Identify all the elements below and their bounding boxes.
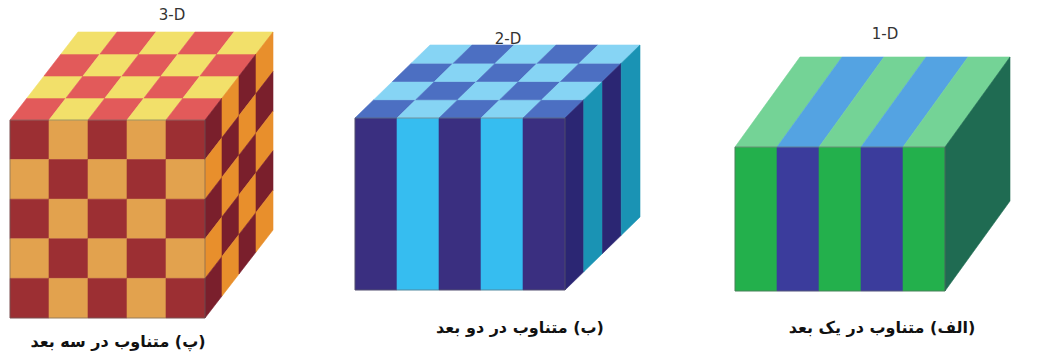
front-cell	[49, 199, 88, 239]
dimension-label: 3-D	[159, 6, 186, 24]
front-cell	[166, 160, 205, 200]
side-stripe	[621, 45, 640, 235]
panel-caption: (ب) متناوب در دو بعد	[436, 318, 604, 337]
front-layer	[777, 147, 819, 291]
dimension-label: 1-D	[872, 25, 899, 43]
front-cell	[10, 199, 49, 239]
side-cell	[239, 212, 256, 274]
panel-caption: (پ) متناوب در سه بعد	[30, 332, 205, 351]
front-cell	[88, 160, 127, 200]
front-cell	[88, 120, 127, 160]
front-stripe	[481, 118, 523, 290]
side-stripe	[584, 82, 603, 272]
front-cell	[88, 199, 127, 239]
front-layer	[735, 147, 777, 291]
front-layer	[819, 147, 861, 291]
dimension-label: 2-D	[495, 30, 522, 48]
side-stripe	[565, 100, 584, 290]
front-cell	[166, 239, 205, 279]
side-cell	[222, 234, 239, 296]
front-cell	[49, 120, 88, 160]
front-cell	[166, 199, 205, 239]
front-stripe	[523, 118, 565, 290]
front-cell	[88, 239, 127, 279]
panel-caption: (الف) متناوب در یک بعد	[789, 318, 976, 337]
block-outline	[355, 118, 565, 290]
front-cell	[10, 239, 49, 279]
front-cell	[166, 278, 205, 318]
cube-3d	[10, 32, 273, 318]
side-face	[945, 57, 1010, 291]
front-cell	[49, 160, 88, 200]
front-stripe	[397, 118, 439, 290]
front-cell	[49, 239, 88, 279]
block-1d	[735, 57, 1010, 291]
front-cell	[10, 120, 49, 160]
block-outline	[10, 120, 205, 318]
front-cell	[10, 160, 49, 200]
front-cell	[127, 160, 166, 200]
front-cell	[127, 120, 166, 160]
front-cell	[49, 278, 88, 318]
front-cell	[10, 278, 49, 318]
side-cell	[205, 256, 222, 318]
front-cell	[127, 278, 166, 318]
block-2d	[355, 45, 640, 290]
front-layer	[861, 147, 903, 291]
front-stripe	[439, 118, 481, 290]
front-cell	[127, 199, 166, 239]
front-stripe	[355, 118, 397, 290]
block-outline	[735, 147, 945, 291]
front-cell	[88, 278, 127, 318]
side-cell	[256, 190, 273, 252]
side-stripe	[603, 63, 622, 253]
front-cell	[166, 120, 205, 160]
front-layer	[903, 147, 945, 291]
front-cell	[127, 239, 166, 279]
